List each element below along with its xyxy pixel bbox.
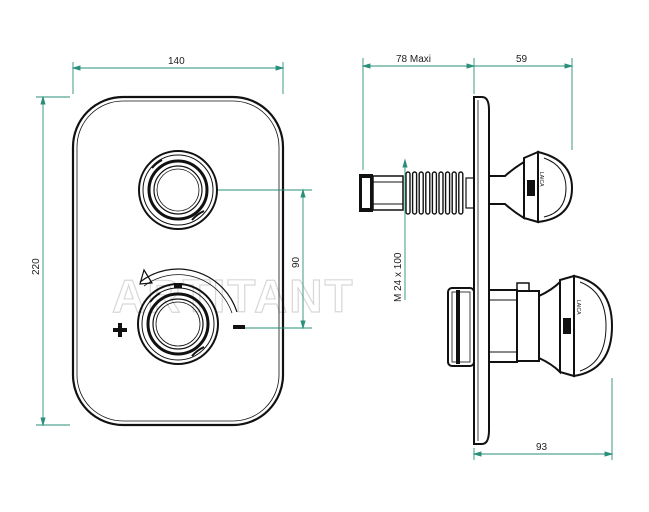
spindle-rib bbox=[438, 171, 444, 215]
spindle-rib bbox=[451, 171, 457, 215]
spindle-rib bbox=[425, 171, 431, 215]
temperature-range-arc-inner bbox=[143, 274, 233, 314]
spindle-rib bbox=[411, 171, 418, 215]
front-view bbox=[71, 95, 285, 427]
front-dimensions bbox=[36, 62, 312, 427]
lower-handle: LAICA bbox=[538, 274, 614, 378]
dimension-body-depth: 78 Maxi bbox=[396, 54, 431, 65]
upper-handle: LAICA bbox=[488, 150, 574, 224]
lower-cartridge bbox=[447, 282, 540, 367]
dimension-plate-height: 220 bbox=[31, 258, 42, 275]
plus-icon bbox=[113, 323, 127, 337]
dimension-plate-width: 140 bbox=[168, 56, 185, 67]
minus-icon bbox=[233, 325, 245, 329]
upper-knob bbox=[138, 150, 218, 230]
dimension-lower-projection: 93 bbox=[536, 442, 548, 453]
temperature-range-arc bbox=[139, 268, 238, 313]
brand-mark-lower: LAICA bbox=[575, 300, 581, 315]
spindle-ribs bbox=[405, 171, 464, 215]
spindle-rib bbox=[431, 171, 438, 215]
dimension-thread-spec: M 24 x 100 bbox=[393, 252, 404, 302]
lower-knob bbox=[137, 283, 219, 365]
arc-arrow-icon bbox=[139, 268, 154, 285]
dimension-handle-projection: 59 bbox=[516, 54, 528, 65]
spindle-rib bbox=[458, 171, 464, 215]
dimension-knob-spacing: 90 bbox=[291, 256, 302, 268]
side-view: LAICA LAICA bbox=[359, 96, 614, 445]
spindle-rib bbox=[444, 171, 451, 215]
brand-mark-upper: LAICA bbox=[538, 172, 544, 187]
upper-spindle bbox=[359, 171, 475, 215]
watermark-text: ARTITANT bbox=[112, 270, 355, 322]
spindle-rib bbox=[418, 171, 424, 215]
plate-profile bbox=[473, 96, 490, 445]
side-dimensions bbox=[361, 58, 614, 460]
wall-plate-inner-edge bbox=[76, 100, 280, 422]
wall-plate bbox=[71, 95, 285, 427]
spindle-rib bbox=[405, 171, 411, 215]
